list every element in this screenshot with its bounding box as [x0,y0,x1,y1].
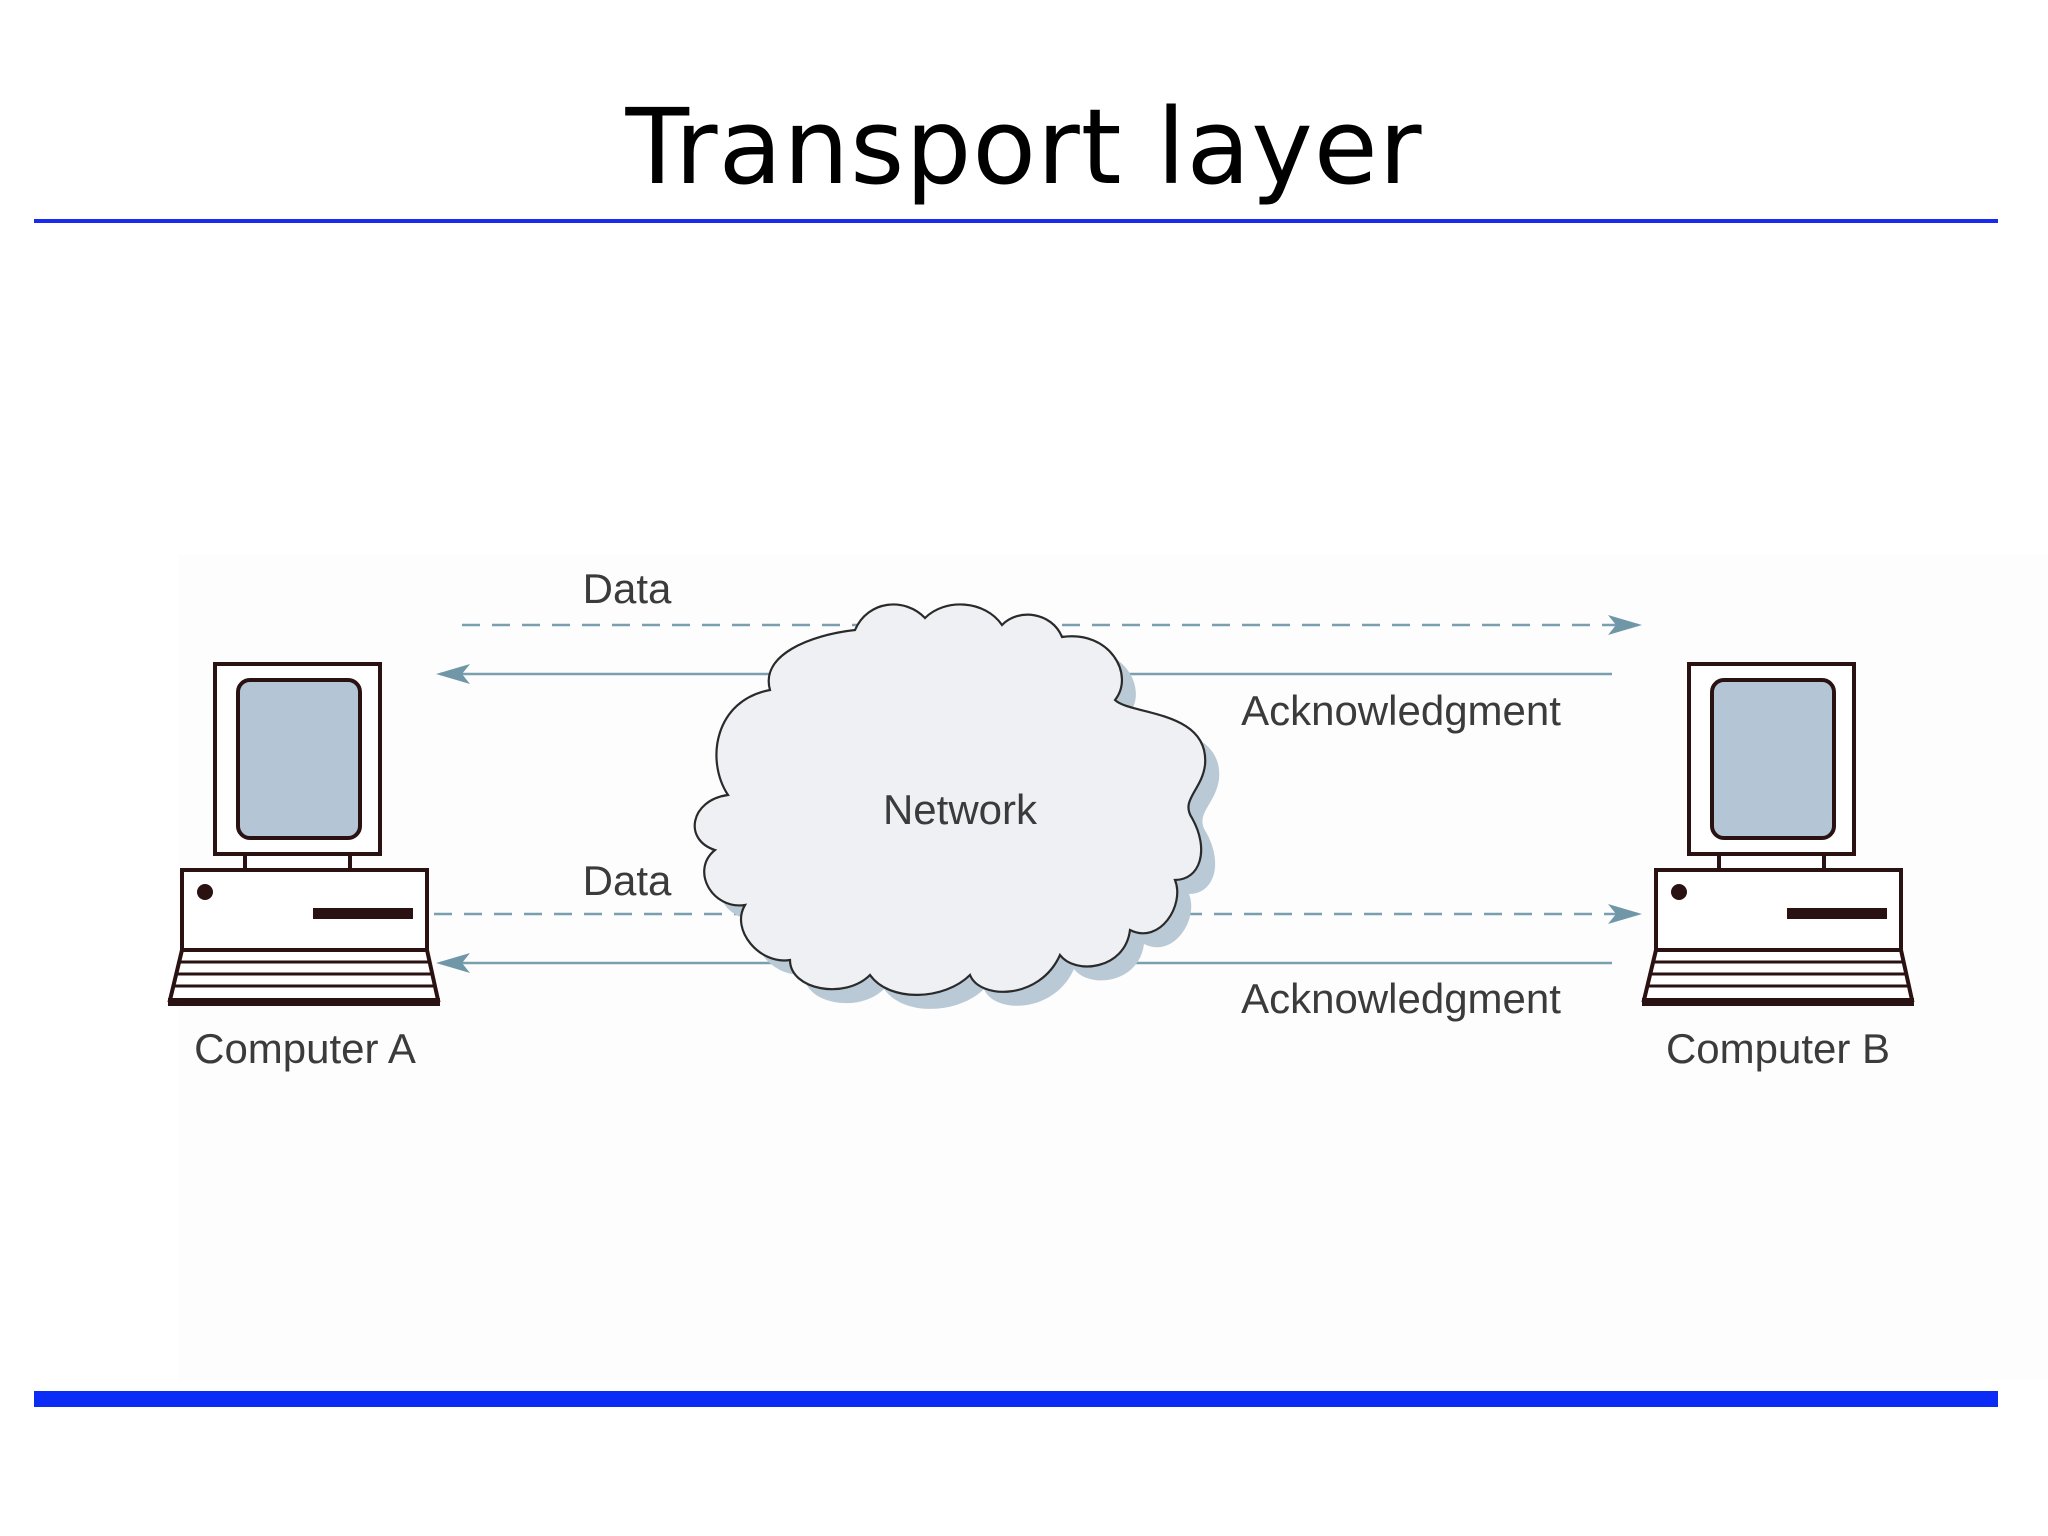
ack-label-bottom: Acknowledgment [1241,975,1561,1022]
footer-rule [34,1391,1998,1407]
network-cloud-icon [693,603,1220,1009]
computer-b-icon [1641,662,1915,1006]
computer-a-icon [167,662,441,1006]
computer-b-label: Computer B [1666,1025,1890,1072]
slide-title: Transport layer [625,86,1423,208]
title-underline [34,219,1998,223]
data-label-bottom: Data [583,857,672,904]
ack-label-top: Acknowledgment [1241,687,1561,734]
computer-a-label: Computer A [194,1025,416,1072]
data-label-top: Data [583,565,672,612]
network-label: Network [883,786,1038,833]
